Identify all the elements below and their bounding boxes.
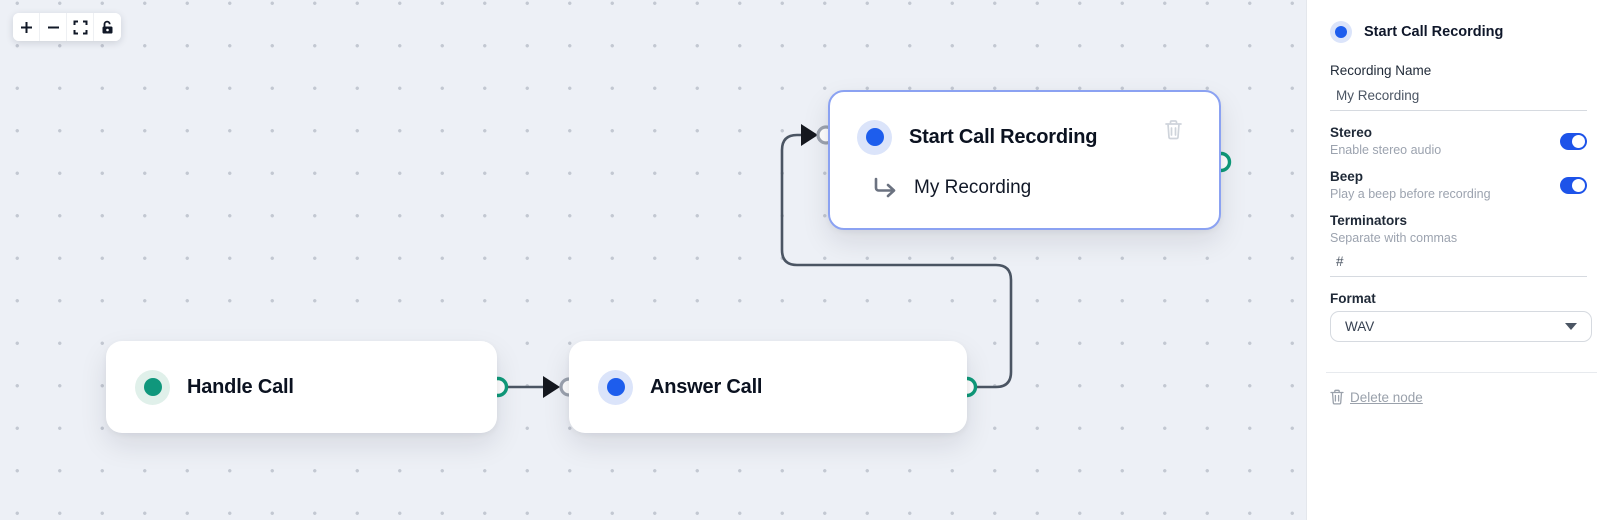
node-type-icon bbox=[135, 369, 170, 405]
node-subtitle: My Recording bbox=[914, 177, 1032, 198]
stereo-help: Enable stereo audio bbox=[1330, 143, 1442, 157]
dropdown-caret-icon bbox=[1565, 323, 1577, 330]
node-handle-call[interactable]: Handle Call bbox=[106, 341, 497, 433]
trash-icon bbox=[1165, 120, 1182, 140]
format-selected-value: WAV bbox=[1345, 319, 1375, 334]
node-title: Handle Call bbox=[187, 375, 294, 398]
recording-name-input[interactable] bbox=[1330, 88, 1587, 111]
zoom-out-icon bbox=[47, 26, 59, 28]
lock-icon bbox=[102, 20, 113, 33]
edge-arrowhead-icon bbox=[543, 376, 560, 398]
panel-divider bbox=[1326, 372, 1597, 373]
beep-help: Play a beep before recording bbox=[1330, 187, 1491, 201]
beep-label: Beep bbox=[1330, 169, 1364, 184]
node-type-icon bbox=[857, 119, 892, 155]
format-label: Format bbox=[1330, 291, 1376, 306]
edge-answer-to-recording[interactable] bbox=[780, 133, 1013, 389]
branch-arrow-icon bbox=[874, 177, 896, 198]
fit-view-button[interactable] bbox=[67, 13, 94, 41]
node-start-call-recording[interactable]: Start Call Recording My Recording bbox=[828, 90, 1221, 230]
stereo-row: Stereo Enable stereo audio bbox=[1330, 125, 1587, 157]
trash-icon bbox=[1330, 389, 1344, 405]
terminators-input[interactable] bbox=[1330, 254, 1587, 277]
canvas-controls bbox=[13, 13, 121, 41]
edge-arrowhead-icon bbox=[801, 124, 818, 146]
node-type-icon bbox=[598, 369, 633, 405]
properties-panel: Start Call Recording Recording Name Ster… bbox=[1306, 0, 1600, 520]
beep-row: Beep Play a beep before recording bbox=[1330, 169, 1587, 201]
node-title: Answer Call bbox=[650, 375, 763, 398]
edge-layer bbox=[487, 124, 1232, 398]
delete-node-link[interactable]: Delete node bbox=[1330, 389, 1586, 405]
delete-node-label: Delete node bbox=[1350, 389, 1423, 405]
node-type-icon bbox=[1330, 21, 1352, 43]
node-title: Start Call Recording bbox=[909, 125, 1098, 148]
zoom-in-icon bbox=[20, 21, 32, 33]
fit-view-icon bbox=[73, 20, 87, 34]
recording-name-label: Recording Name bbox=[1330, 63, 1432, 78]
stereo-toggle[interactable] bbox=[1560, 132, 1587, 150]
panel-title: Start Call Recording bbox=[1364, 24, 1504, 40]
flow-canvas[interactable]: Handle Call Answer Call Start Call Recor… bbox=[0, 0, 1306, 520]
lock-toggle-button[interactable] bbox=[94, 13, 121, 41]
delete-node-button[interactable] bbox=[1164, 119, 1183, 145]
zoom-in-button[interactable] bbox=[13, 13, 40, 41]
panel-header: Start Call Recording bbox=[1330, 20, 1586, 44]
terminators-label: Terminators bbox=[1330, 213, 1408, 228]
beep-toggle[interactable] bbox=[1560, 176, 1587, 194]
node-answer-call[interactable]: Answer Call bbox=[569, 341, 967, 433]
zoom-out-button[interactable] bbox=[40, 13, 67, 41]
terminators-help: Separate with commas bbox=[1330, 231, 1458, 245]
stereo-label: Stereo bbox=[1330, 125, 1373, 140]
format-select[interactable]: WAV bbox=[1330, 311, 1592, 342]
